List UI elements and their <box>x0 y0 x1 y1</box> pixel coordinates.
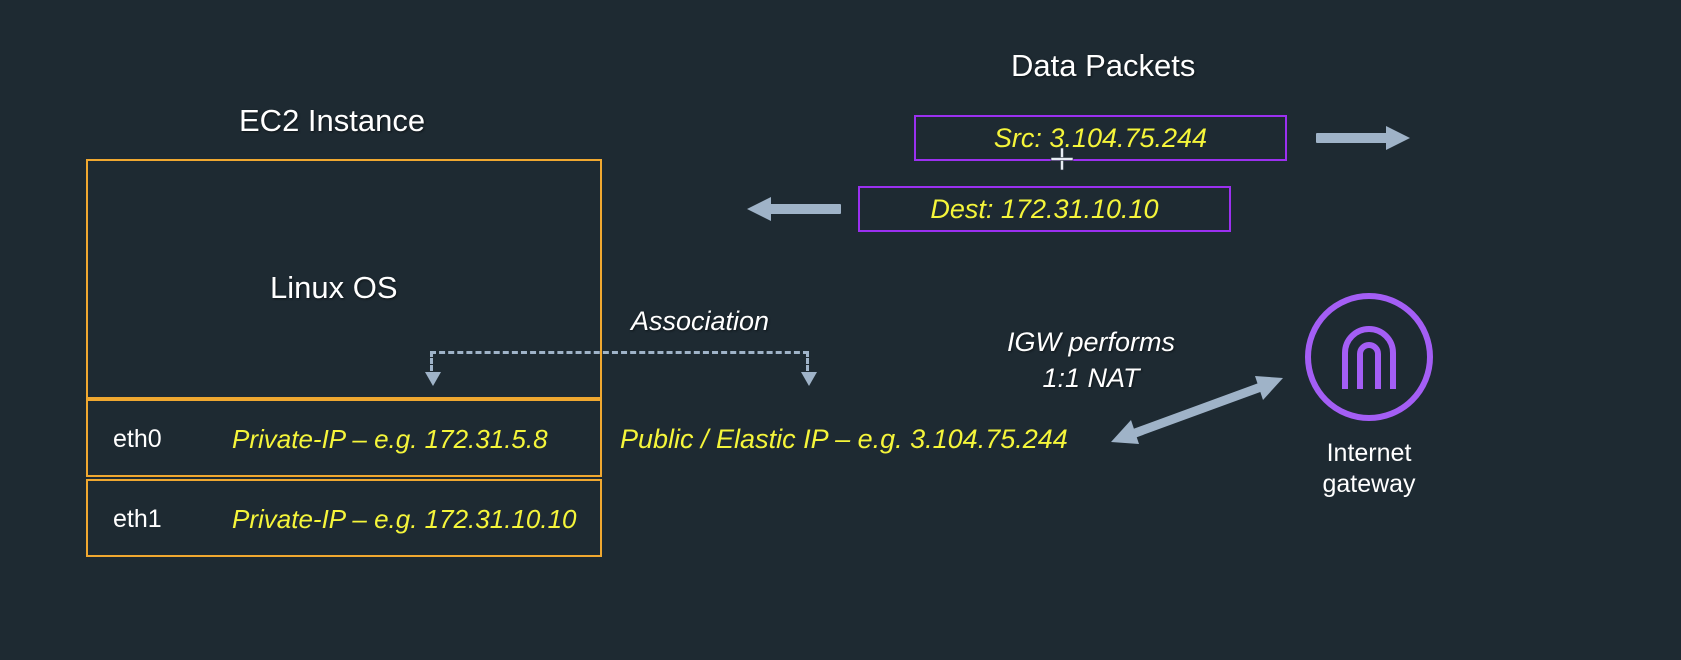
internet-gateway-label: Internet gateway <box>1289 438 1449 500</box>
igw-label-line-2: gateway <box>1322 470 1416 498</box>
packet-box-src[interactable]: Src: 3.104.75.244 <box>914 115 1287 161</box>
igw-nat-line-2: 1:1 NAT <box>1042 363 1140 393</box>
public-elastic-ip-label: Public / Elastic IP – e.g. 3.104.75.244 <box>620 424 1068 454</box>
arrow-down-icon-left <box>423 368 443 388</box>
internet-gateway-icon[interactable] <box>1303 291 1435 423</box>
association-label: Association <box>631 306 770 336</box>
arrow-down-icon-right <box>799 368 819 388</box>
linux-os-label: Linux OS <box>270 270 398 305</box>
arrow-right-icon <box>1316 122 1412 154</box>
double-arrow-icon <box>1105 370 1290 450</box>
data-packets-title: Data Packets <box>1011 48 1196 83</box>
igw-nat-note: IGW performs 1:1 NAT <box>996 327 1186 394</box>
association-dashed-right-stem <box>806 351 809 371</box>
packet-box-dest[interactable]: Dest: 172.31.10.10 <box>858 186 1231 232</box>
nic-name-eth1: eth1 <box>113 505 162 533</box>
ec2-os-box <box>86 159 602 399</box>
ec2-instance-title: EC2 Instance <box>239 103 426 138</box>
nic-row-eth0[interactable] <box>86 399 602 477</box>
nic-row-eth1[interactable] <box>86 479 602 557</box>
nic-name-eth0: eth0 <box>113 425 162 453</box>
packet-dest-text: Dest: 172.31.10.10 <box>930 193 1159 224</box>
arrow-left-icon <box>745 193 841 225</box>
association-dashed-left-stem <box>430 351 433 371</box>
igw-nat-line-1: IGW performs <box>1006 327 1175 357</box>
crosshair-cursor-icon <box>1050 147 1074 171</box>
packet-src-text: Src: 3.104.75.244 <box>993 122 1208 153</box>
igw-label-line-1: Internet <box>1326 439 1412 467</box>
nic-ip-eth0: Private-IP – e.g. 172.31.5.8 <box>232 424 548 454</box>
association-dashed-line <box>430 351 809 354</box>
nic-ip-eth1: Private-IP – e.g. 172.31.10.10 <box>232 504 577 534</box>
